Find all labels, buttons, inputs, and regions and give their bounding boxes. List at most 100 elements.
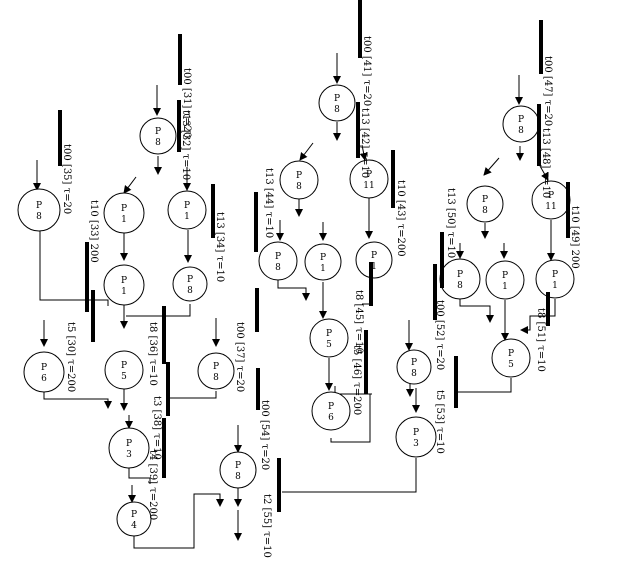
transition-bar [255, 288, 259, 332]
place-circle [116, 501, 152, 537]
place-name: P [371, 251, 377, 261]
place-p4: P1 [167, 190, 207, 230]
transition-label: t13 [32] τ=10 [180, 110, 191, 180]
place-p5: P1 [103, 264, 145, 306]
transition-bar [440, 232, 444, 288]
place-p20: P6 [311, 391, 351, 431]
place-circle [139, 117, 177, 155]
place-number: 6 [328, 413, 334, 423]
place-name: P [36, 201, 42, 211]
place-circle [491, 338, 531, 378]
transition-label: t13 [44] τ=10 [263, 168, 274, 238]
transition-label: t13 [34] τ=10 [214, 212, 225, 282]
transition-t10: t4 [39] τ=200 [147, 418, 166, 520]
transition-t8: t00 [37] τ=20 [234, 288, 259, 392]
place-number: 5 [326, 340, 332, 350]
place-circle [103, 192, 145, 234]
transition-label: t00 [41] τ=20 [361, 36, 372, 106]
transition-bar [537, 104, 541, 166]
transition-bar [162, 306, 166, 364]
place-circle [108, 427, 150, 469]
transition-t23: t00 [52] τ=20 [433, 264, 445, 370]
place-number: 1 [552, 281, 558, 291]
transition-t16: t10 [43] τ=200 [391, 150, 406, 257]
place-number: 11 [363, 181, 374, 191]
transition-label: t8 [36] τ=10 [147, 322, 158, 386]
transition-bar [162, 418, 166, 478]
place-p28: P1 [535, 259, 575, 299]
transition-bar [539, 20, 543, 74]
place-p9: P8 [197, 352, 235, 390]
place-p6: P8 [172, 266, 208, 302]
place-circle [219, 451, 257, 489]
transition-label: t3 [38] τ=10 [151, 396, 162, 460]
places: P8P1P8P1P1P8P6P5P8P3P4P8P8P8P11P8P1P1P5P… [17, 84, 575, 537]
place-name: P [320, 253, 326, 263]
transition-label: t13 [48] τ=10 [540, 128, 551, 198]
place-name: P [121, 361, 127, 371]
place-number: 1 [121, 287, 127, 297]
transition-t21: t13 [50] τ=10 [440, 188, 456, 288]
place-name: P [482, 195, 488, 205]
place-p12: P8 [219, 451, 257, 489]
place-p1: P8 [17, 188, 61, 232]
place-circle [167, 190, 207, 230]
place-p14: P8 [279, 160, 319, 200]
place-p21: P8 [396, 349, 432, 385]
transition-bar [369, 262, 373, 306]
place-name: P [296, 171, 302, 181]
transition-t25: t5 [53] τ=10 [434, 356, 458, 454]
transition-label: t5 [30] τ=200 [65, 322, 76, 392]
place-circle [535, 259, 575, 299]
transition-t15: t13 [44] τ=10 [254, 168, 274, 252]
place-number: 1 [502, 282, 508, 292]
place-number: 3 [126, 450, 132, 460]
place-number: 1 [184, 212, 190, 222]
transition-t1: t00 [35] τ=20 [58, 110, 72, 214]
place-circle [349, 159, 389, 199]
transition-t22: t10 [49] 200 [566, 182, 580, 269]
transition-bar [254, 192, 258, 252]
transition-bar [177, 100, 181, 152]
transition-label: t5 [53] τ=10 [434, 390, 445, 454]
place-circle [466, 185, 504, 223]
place-name: P [411, 358, 417, 368]
place-circle [355, 241, 393, 279]
transition-label: t13 [50] τ=10 [445, 188, 456, 258]
place-number: 8 [213, 373, 219, 383]
place-p10: P3 [108, 427, 150, 469]
place-circle [103, 264, 145, 306]
place-p2: P1 [103, 192, 145, 234]
place-number: 5 [121, 372, 127, 382]
place-number: 3 [413, 439, 419, 449]
place-name: P [366, 170, 372, 180]
place-p19: P5 [309, 318, 349, 358]
place-name: P [187, 275, 193, 285]
place-circle [309, 318, 349, 358]
place-name: P [121, 204, 127, 214]
transition-t5: t13 [34] τ=10 [211, 184, 225, 282]
place-circle [104, 350, 144, 390]
place-number: 1 [320, 264, 326, 274]
transition-label: t00 [31] τ=20 [181, 68, 192, 138]
place-p16: P8 [258, 241, 298, 281]
transition-bar [277, 458, 281, 512]
transition-bar [178, 34, 182, 85]
transition-bar [454, 356, 458, 408]
place-number: 8 [235, 472, 241, 482]
transition-t17: t8 [45] τ=10 [353, 262, 373, 354]
place-number: 8 [187, 286, 193, 296]
transition-t14: t13 [42] τ=10 [356, 102, 370, 178]
place-number: 6 [41, 374, 47, 384]
place-p3: P8 [139, 117, 177, 155]
place-number: 4 [131, 521, 137, 531]
place-circle [197, 352, 235, 390]
arcs [33, 53, 556, 549]
place-p17: P1 [304, 243, 342, 281]
transition-t9: t3 [38] τ=10 [151, 362, 170, 460]
transition-bar [364, 330, 368, 394]
place-p7: P6 [23, 351, 65, 393]
place-circle [23, 351, 65, 393]
transition-label: t13 [42] τ=10 [359, 108, 370, 178]
